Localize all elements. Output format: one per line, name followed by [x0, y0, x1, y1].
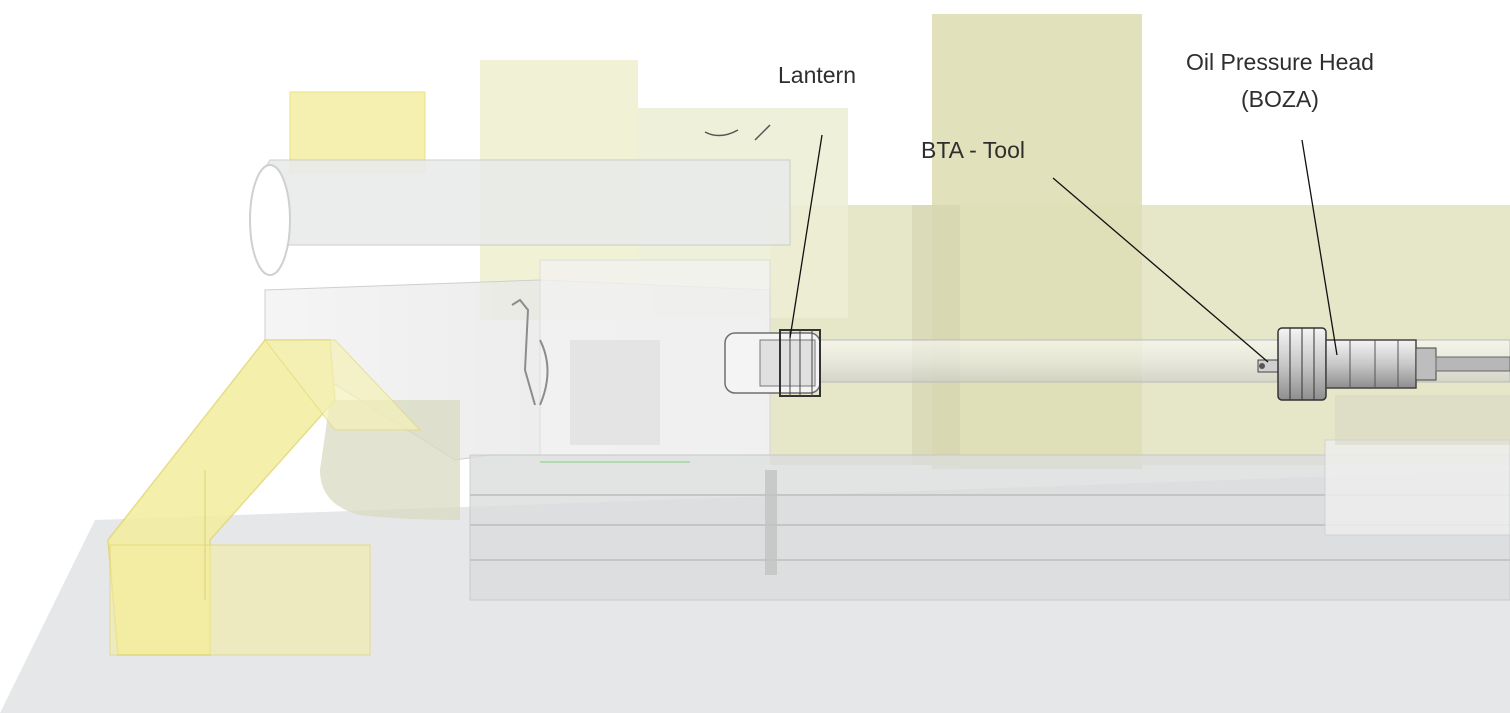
oil-pressure-head-part [1277, 327, 1510, 401]
yellow-box-top [289, 91, 426, 173]
oil-head-label-line1: Oil Pressure Head [1186, 49, 1374, 75]
oil-head-label-line2: (BOZA) [1241, 86, 1319, 112]
motor-cylinder [254, 159, 791, 246]
cabinet-mark [704, 124, 771, 141]
bta-tool-leader-line [1052, 177, 1269, 363]
bta-tool-part [1257, 359, 1281, 373]
bed-post [765, 470, 777, 575]
lantern-part [724, 329, 821, 397]
carriage [1324, 439, 1510, 536]
tall-tower [932, 14, 1142, 469]
oil-head-leader-line [1301, 139, 1338, 356]
bta-tool-label: BTA - Tool [921, 137, 1025, 163]
lantern-leader-line [789, 134, 823, 339]
motor-cylinder-end [249, 164, 291, 276]
lantern-label: Lantern [778, 62, 856, 88]
chip-conveyor-top [263, 339, 422, 431]
chip-bin [109, 544, 371, 656]
tall-tower-shade [912, 205, 960, 465]
headstock-window [570, 340, 660, 445]
carriage-top [1335, 395, 1510, 445]
headstock-handle [511, 298, 549, 406]
